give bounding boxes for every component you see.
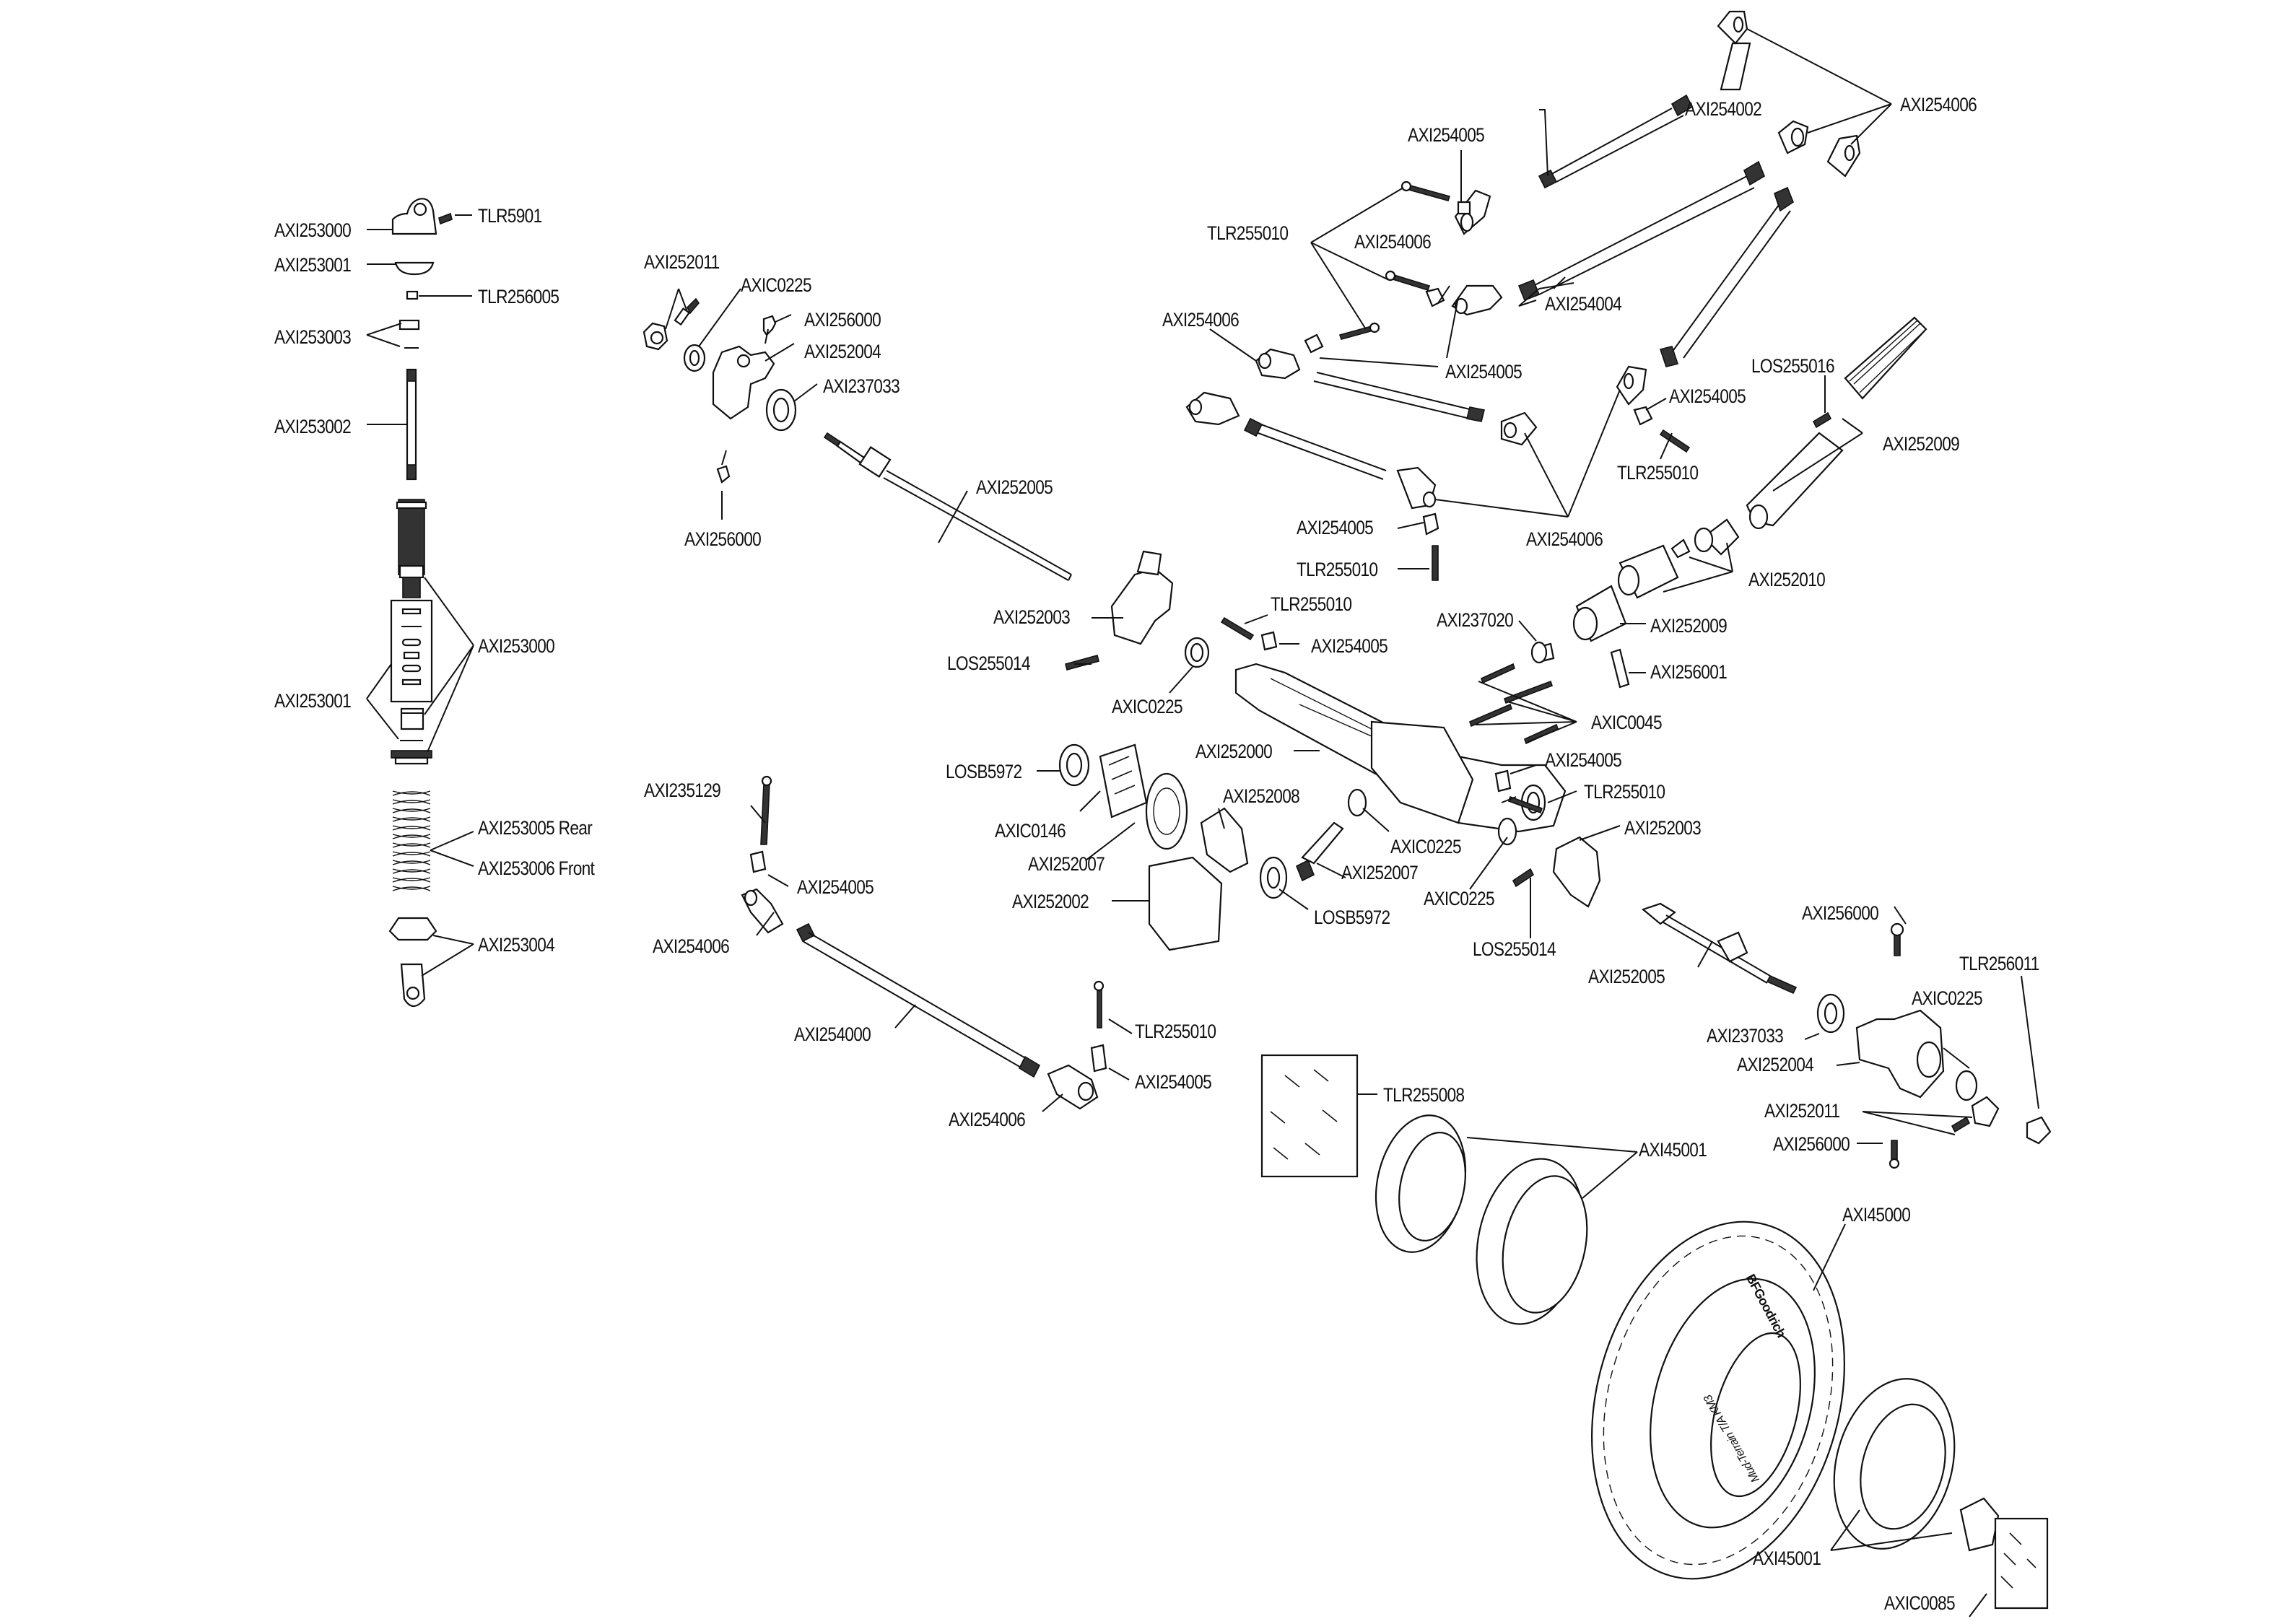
part-label: AXI253004 — [478, 934, 555, 956]
part-label: AXI235129 — [644, 780, 721, 801]
part-label: TLR256005 — [478, 286, 559, 307]
part-label: AXI252003 — [993, 606, 1071, 628]
part-label: AXI252007 — [1341, 862, 1419, 883]
part-label: AXIC0225 — [741, 274, 812, 296]
part-label: TLR256011 — [1959, 953, 2039, 974]
wheel-assembly — [1260, 1054, 2049, 1610]
part-label: AXI252009 — [1650, 615, 1728, 637]
leader-lines — [366, 28, 2039, 1618]
part-label: AXI252010 — [1748, 569, 1826, 590]
part-label: AXI254005 — [1135, 1071, 1212, 1093]
part-label: TLR255010 — [1297, 559, 1378, 580]
part-label: AXI252008 — [1223, 785, 1300, 807]
part-label: AXI254002 — [1685, 98, 1762, 120]
part-label: AXI253001 — [274, 254, 352, 276]
part-label: AXI253005 Rear — [478, 817, 593, 839]
part-label: TLR255010 — [1207, 222, 1289, 244]
part-label: AXI252004 — [804, 341, 881, 362]
shock-assembly — [388, 198, 453, 1008]
part-label: AXI252005 — [976, 476, 1053, 498]
part-label: AXI252011 — [644, 251, 720, 273]
part-label: AXI253000 — [274, 219, 352, 241]
part-label: AXI254005 — [1297, 517, 1374, 538]
part-label: AXI254005 — [797, 876, 874, 898]
part-label: AXIC0225 — [1912, 987, 1983, 1009]
part-label: AXI252000 — [1195, 741, 1273, 762]
part-label: AXI254006 — [653, 935, 730, 957]
right-knuckle-assembly — [1641, 902, 2052, 1169]
part-label: LOSB5972 — [1314, 907, 1390, 928]
part-label: AXI254006 — [1526, 528, 1603, 550]
part-label: AXI254005 — [1445, 361, 1522, 383]
part-label: AXI254006 — [1162, 309, 1240, 331]
part-label: AXI252004 — [1737, 1054, 1814, 1075]
part-label: TLR255008 — [1383, 1084, 1465, 1106]
part-label: TLR255010 — [1135, 1021, 1216, 1042]
part-label: AXI252007 — [1028, 853, 1105, 875]
screw-bag-box — [1260, 1054, 1359, 1178]
part-label: AXI253000 — [478, 635, 555, 657]
part-label: AXI254005 — [1545, 749, 1622, 771]
part-label: AXIC0045 — [1591, 712, 1663, 733]
part-label: AXI253002 — [274, 416, 352, 437]
part-label: AXI254006 — [949, 1109, 1026, 1130]
part-label: AXI252011 — [1764, 1100, 1840, 1122]
part-label: AXI252005 — [1588, 966, 1665, 987]
part-label: AXI254004 — [1545, 293, 1622, 315]
part-label: TLR255010 — [1617, 462, 1699, 484]
part-label: AXI254000 — [794, 1023, 871, 1045]
part-label: AXIC0225 — [1112, 696, 1183, 717]
part-label: AXI254005 — [1669, 385, 1746, 407]
part-label: AXI252002 — [1012, 891, 1089, 912]
axle-housing — [1058, 512, 1601, 951]
part-label: AXIC0225 — [1424, 888, 1495, 909]
part-label: AXI256000 — [684, 528, 762, 550]
part-label: LOS255016 — [1751, 355, 1835, 377]
part-label: LOS255014 — [1473, 938, 1556, 960]
part-label: AXIC0225 — [1390, 836, 1462, 857]
part-label: LOSB5972 — [946, 761, 1022, 782]
part-label: AXI253001 — [274, 690, 352, 712]
part-label: AXI256000 — [1773, 1133, 1850, 1155]
part-label: AXI45001 — [1753, 1547, 1821, 1569]
part-label: AXI237020 — [1437, 609, 1514, 631]
part-label: AXI256000 — [804, 309, 881, 331]
part-label: AXI252003 — [1624, 817, 1702, 839]
part-label: AXI254006 — [1900, 94, 1977, 115]
part-label: AXI45000 — [1842, 1204, 1911, 1226]
driveshaft — [1572, 316, 1927, 689]
part-label: AXI254006 — [1354, 231, 1432, 253]
part-label: TLR255010 — [1584, 781, 1665, 803]
left-knuckle-assembly — [642, 297, 1072, 581]
suspension-links — [1185, 10, 1861, 510]
part-label: AXI253006 Front — [478, 857, 595, 879]
part-label: LOS255014 — [947, 652, 1031, 674]
part-label: TLR255010 — [1271, 593, 1352, 615]
part-label: AXI253003 — [274, 326, 352, 348]
part-label: AXI254005 — [1311, 635, 1388, 657]
hardware-bag-box — [1994, 1517, 2049, 1610]
tie-rod-assembly — [741, 775, 1107, 1110]
part-label: AXI256001 — [1650, 661, 1728, 683]
part-label: AXIC0085 — [1884, 1592, 1956, 1614]
part-label: AXI45001 — [1639, 1139, 1707, 1161]
part-label: AXI256000 — [1802, 902, 1879, 924]
part-label: AXI237033 — [1707, 1025, 1784, 1047]
part-label: AXI237033 — [823, 375, 900, 397]
part-label: AXI252009 — [1883, 433, 1960, 455]
part-label: AXIC0146 — [995, 820, 1066, 842]
part-label: AXI254005 — [1408, 124, 1485, 146]
part-label: TLR5901 — [478, 205, 542, 227]
